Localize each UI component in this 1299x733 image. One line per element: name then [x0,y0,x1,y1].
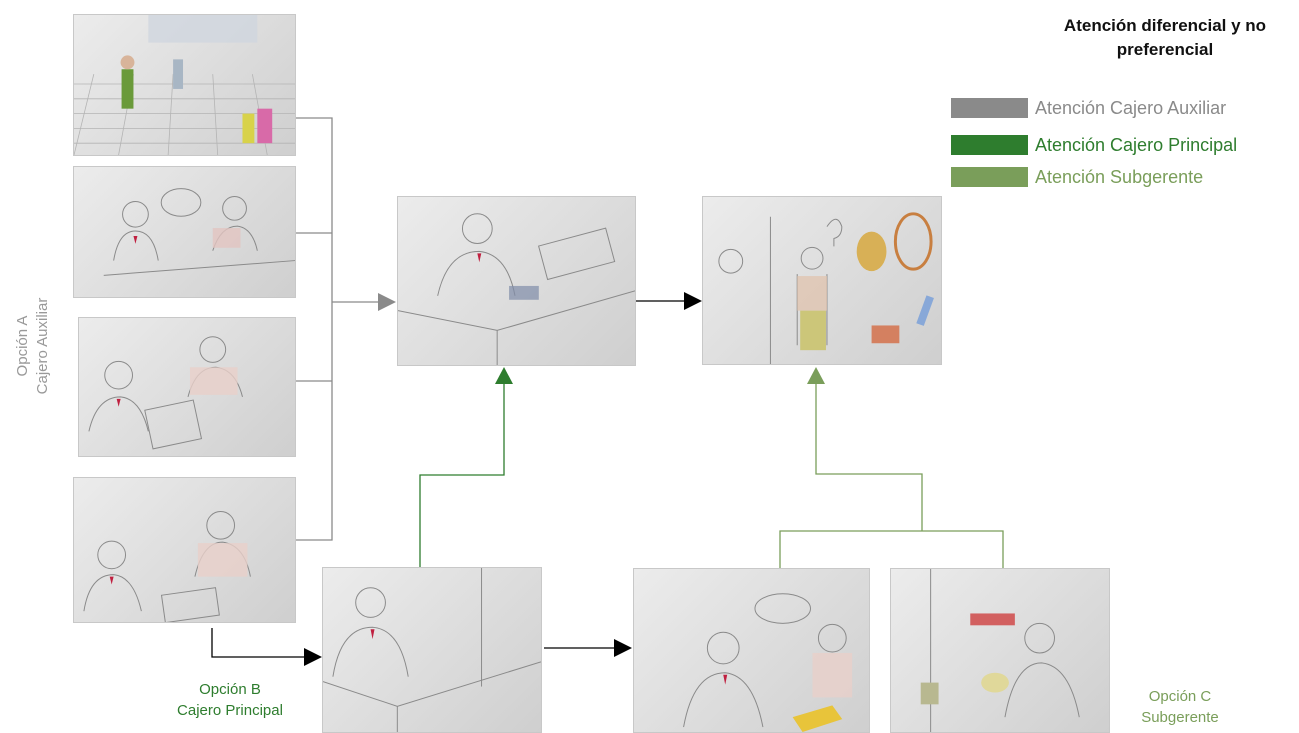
option-a-line1: Opción A [14,315,31,377]
flow-arrow-2 [304,648,322,666]
legend-label-principal: Atención Cajero Principal [1035,134,1238,155]
photo-auxiliar-3 [73,477,296,623]
option-b-line1: Opción B [199,681,261,698]
arrow-a [378,293,396,311]
option-b-line2: Cajero Principal [177,702,283,719]
connector-a-1 [296,117,333,541]
arrow-b [495,367,513,384]
connector-c-1 [779,530,1004,568]
photo-auxiliar-2 [78,317,296,457]
option-c-line1: Opción C [1148,688,1212,705]
photo-cajero-principal [322,567,542,733]
photo-cashier-register [397,196,636,366]
flow-arrow-3 [614,639,632,657]
option-a-label: Opción A Cajero Auxiliar [13,271,53,421]
photo-waiting-room [73,14,296,156]
option-a-line2: Cajero Auxiliar [34,297,51,395]
legend-label-subgerente: Atención Subgerente [1035,166,1204,187]
photo-security-items [702,196,942,365]
legend-subgerente: Atención Subgerente [951,166,1203,188]
legend-swatch-subgerente [951,167,1028,187]
photo-subgerente-1 [633,568,870,733]
connector-b [419,383,505,567]
arrow-c [807,367,825,384]
legend-label-auxiliar: Atención Cajero Auxiliar [1035,97,1227,118]
legend-auxiliar: Atención Cajero Auxiliar [951,97,1226,119]
photo-auxiliar-1 [73,166,296,298]
legend-swatch-principal [951,135,1028,155]
flow-line-2 [211,628,306,658]
option-b-label: Opción B Cajero Principal [150,679,310,721]
connector-c-2 [815,383,923,531]
photo-subgerente-2 [890,568,1110,733]
option-c-line2: Subgerente [1141,709,1219,726]
legend-swatch-auxiliar [951,98,1028,118]
flow-arrow-1 [684,292,702,310]
diagram-title: Atención diferencial y no preferencial [1063,16,1267,59]
legend-principal: Atención Cajero Principal [951,134,1237,156]
option-c-label: Opción C Subgerente [1120,686,1240,728]
